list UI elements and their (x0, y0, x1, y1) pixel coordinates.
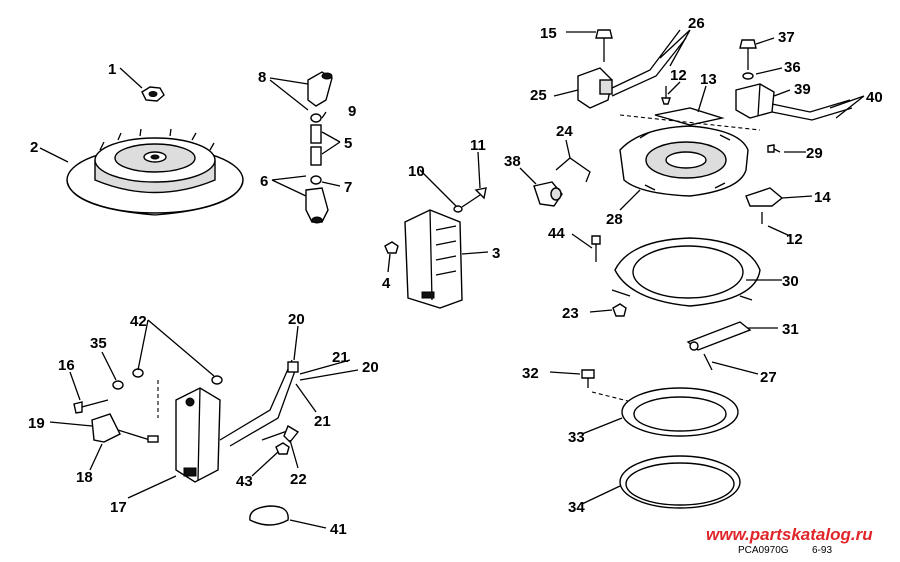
label-42: 42 (130, 313, 147, 330)
label-33: 33 (568, 429, 585, 446)
spring-clip-9 (310, 113, 322, 123)
screw-15 (595, 29, 613, 62)
nut-43 (275, 442, 290, 455)
clip-24 (555, 157, 591, 183)
label-44: 44 (548, 225, 565, 242)
connector-18 (91, 413, 159, 443)
wire-harness-20 (219, 359, 299, 447)
label-34: 34 (568, 499, 585, 516)
terminal-22 (261, 424, 300, 444)
label-36: 36 (784, 59, 801, 76)
label-40: 40 (866, 89, 883, 106)
rectifier-39 (735, 83, 775, 119)
sensor-38 (533, 181, 563, 207)
label-35: 35 (90, 335, 107, 352)
washer-36 (742, 72, 754, 80)
lead-tube-5 (310, 124, 322, 166)
power-pack-part (404, 209, 463, 309)
sensor-25 (577, 67, 613, 109)
washer-42a (132, 368, 144, 378)
label-31: 31 (782, 321, 799, 338)
label-2: 2 (30, 139, 38, 156)
label-12-top: 12 (670, 67, 687, 84)
label-5: 5 (344, 135, 352, 152)
screw-12-top (661, 86, 671, 105)
spark-plug-boot-top (307, 71, 333, 107)
label-30: 30 (782, 273, 799, 290)
screw-27 (703, 353, 713, 371)
throttle-link-31 (686, 321, 752, 351)
label-22: 22 (290, 471, 307, 488)
screw-16 (73, 399, 109, 414)
retainer-ring-33 (621, 387, 739, 437)
flywheel-nut-part (141, 86, 165, 102)
screw-32 (581, 369, 595, 388)
washer-42b (211, 375, 223, 385)
leads-26 (611, 29, 687, 97)
label-9: 9 (348, 103, 356, 120)
label-39: 39 (794, 81, 811, 98)
support-plate-30 (611, 237, 761, 307)
label-41: 41 (330, 521, 347, 538)
label-3: 3 (492, 245, 500, 262)
drawing-date: 6-93 (812, 545, 832, 556)
label-18: 18 (76, 469, 93, 486)
label-21-top: 21 (332, 349, 349, 366)
washer-35 (112, 380, 124, 390)
label-38: 38 (504, 153, 521, 170)
label-13: 13 (700, 71, 717, 88)
label-11: 11 (470, 137, 486, 154)
spark-plug-boot-bottom (305, 187, 329, 224)
drawing-code: PCA0970G (738, 545, 789, 556)
label-14: 14 (814, 189, 831, 206)
label-43: 43 (236, 473, 253, 490)
spark-plug-44 (591, 235, 601, 262)
nut-4 (384, 241, 399, 254)
screw-29 (767, 144, 781, 153)
label-29: 29 (806, 145, 823, 162)
armature-plate-part (619, 125, 749, 197)
label-16: 16 (58, 357, 75, 374)
label-20-top: 20 (288, 311, 305, 328)
screw-37 (739, 39, 757, 70)
trigger-coil-bracket (654, 107, 725, 126)
clamp-41 (249, 505, 289, 526)
snap-ring-34 (619, 455, 741, 509)
label-15: 15 (540, 25, 557, 42)
spring-clip-7 (310, 175, 322, 185)
label-23: 23 (562, 305, 579, 322)
leads-40 (771, 99, 853, 121)
label-26: 26 (688, 15, 705, 32)
leader-lines (39, 29, 865, 529)
label-24: 24 (556, 123, 573, 140)
label-28: 28 (606, 211, 623, 228)
label-25: 25 (530, 87, 547, 104)
part-number-labels: 1 2 3 4 5 6 7 8 9 10 11 12 12 13 14 15 1… (28, 15, 883, 538)
label-37: 37 (778, 29, 795, 46)
flywheel-part (66, 128, 244, 216)
ignition-coil-part (175, 387, 221, 483)
label-8: 8 (258, 69, 266, 86)
nut-23 (612, 303, 627, 317)
label-12-bottom: 12 (786, 231, 803, 248)
bracket-14 (745, 187, 784, 207)
label-32: 32 (522, 365, 539, 382)
label-21-bottom: 21 (314, 413, 331, 430)
label-7: 7 (344, 179, 352, 196)
watermark-text: www.partskatalog.ru (706, 525, 873, 544)
label-1: 1 (108, 61, 116, 78)
label-6: 6 (260, 173, 268, 190)
label-17: 17 (110, 499, 127, 516)
screw-11 (461, 187, 487, 208)
label-20-right: 20 (362, 359, 379, 376)
washer-10 (453, 205, 463, 213)
label-4: 4 (382, 275, 391, 292)
label-10: 10 (408, 163, 425, 180)
label-19: 19 (28, 415, 45, 432)
label-27: 27 (760, 369, 777, 386)
